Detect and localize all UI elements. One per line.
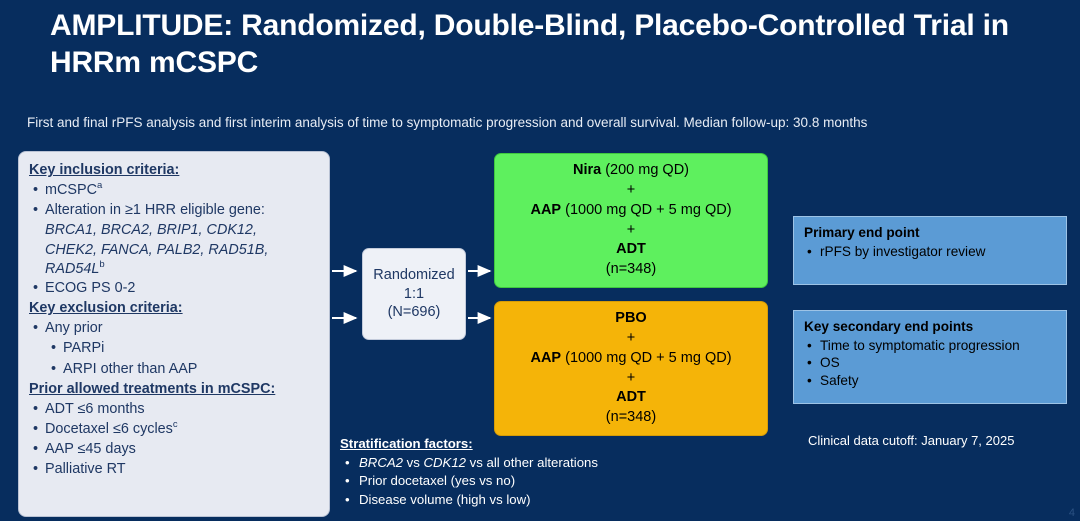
primary-endpoint-item-rpfs: rPFS by investigator review bbox=[804, 243, 1057, 261]
stratification-gene-brca2: BRCA2 bbox=[359, 454, 403, 470]
footnote-marker-a: a bbox=[96, 180, 103, 192]
inclusion-item-alteration: Alteration in ≥1 HRR eligible gene: bbox=[29, 201, 321, 220]
page-number: 4 bbox=[1068, 507, 1075, 519]
randomization-box: Randomized 1:1 (N=696) bbox=[362, 248, 466, 340]
niraparib-drug-line: Nira (200 mg QD) bbox=[573, 161, 689, 181]
stratification-item-genes-tail: vs all other alterations bbox=[466, 454, 598, 470]
niraparib-drug-name: Nira bbox=[572, 162, 602, 179]
placebo-adt-name: ADT bbox=[616, 389, 646, 406]
footnote-marker-c: c bbox=[172, 419, 178, 431]
page-title: AMPLITUDE: Randomized, Double-Blind, Pla… bbox=[50, 9, 1009, 79]
niraparib-aap-line: AAP (1000 mg QD + 5 mg QD) bbox=[530, 201, 731, 221]
placebo-drug-line: PBO bbox=[615, 309, 646, 329]
randomization-total-n: (N=696) bbox=[387, 304, 441, 321]
niraparib-aap-name: AAP bbox=[530, 201, 562, 218]
gene-list-line-1: BRCA1, BRCA2, BRIP1, CDK12, bbox=[45, 222, 257, 239]
gene-list-line-2: CHEK2, FANCA, PALB2, RAD51B, bbox=[45, 241, 269, 258]
primary-endpoint-heading: Primary end point bbox=[804, 225, 920, 240]
footnote-marker-b: b bbox=[99, 258, 105, 270]
stratification-heading: Stratification factors: bbox=[340, 436, 473, 451]
gene-list-line-3-label: RAD54L bbox=[45, 260, 100, 277]
inclusion-item-mcspc: mCSPCa bbox=[29, 181, 321, 200]
stratification-gene-cdk12: CDK12 bbox=[423, 454, 467, 470]
niraparib-plus-1: + bbox=[626, 182, 636, 199]
placebo-adt-line: ADT bbox=[616, 388, 646, 408]
slide-subtitle: First and final rPFS analysis and first … bbox=[27, 115, 868, 130]
niraparib-aap-dose: (1000 mg QD + 5 mg QD) bbox=[561, 201, 732, 218]
placebo-aap-line: AAP (1000 mg QD + 5 mg QD) bbox=[530, 349, 731, 369]
exclusion-criteria-heading: Key exclusion criteria: bbox=[29, 300, 183, 317]
treatment-arm-niraparib: Nira (200 mg QD) + AAP (1000 mg QD + 5 m… bbox=[494, 153, 768, 288]
exclusion-item-arpi: ARPI other than AAP bbox=[29, 360, 321, 379]
secondary-endpoints-box: Key secondary end points Time to symptom… bbox=[793, 310, 1067, 404]
treatment-arm-placebo: PBO + AAP (1000 mg QD + 5 mg QD) + ADT (… bbox=[494, 301, 768, 436]
placebo-n-value: (n=348) bbox=[605, 408, 657, 425]
primary-endpoint-box: Primary end point rPFS by investigator r… bbox=[793, 216, 1067, 285]
niraparib-adt-name: ADT bbox=[616, 241, 646, 258]
inclusion-item-mcspc-label: mCSPC bbox=[45, 182, 97, 199]
stratification-factors: Stratification factors: BRCA2 vs CDK12 v… bbox=[340, 435, 690, 510]
stratification-item-genes-mid: vs bbox=[402, 454, 424, 470]
secondary-endpoint-item-safety: Safety bbox=[804, 372, 1057, 390]
niraparib-drug-dose: (200 mg QD) bbox=[601, 162, 690, 179]
placebo-aap-dose: (1000 mg QD + 5 mg QD) bbox=[561, 349, 732, 366]
inclusion-item-ecog: ECOG PS 0-2 bbox=[29, 279, 321, 298]
stratification-item-genes: BRCA2 vs CDK12 vs all other alterations bbox=[340, 454, 690, 473]
secondary-endpoint-item-os: OS bbox=[804, 354, 1057, 372]
prior-item-docetaxel-label: Docetaxel ≤6 cycles bbox=[45, 421, 173, 438]
criteria-panel: Key inclusion criteria: mCSPCa Alteratio… bbox=[18, 151, 330, 517]
stratification-item-docetaxel: Prior docetaxel (yes vs no) bbox=[340, 472, 690, 491]
prior-item-adt: ADT ≤6 months bbox=[29, 400, 321, 419]
placebo-plus-2: + bbox=[626, 369, 636, 386]
prior-treatments-heading: Prior allowed treatments in mCSPC: bbox=[29, 380, 276, 397]
randomization-line-1: Randomized bbox=[373, 267, 455, 284]
data-cutoff-note: Clinical data cutoff: January 7, 2025 bbox=[808, 433, 1015, 448]
prior-item-aap: AAP ≤45 days bbox=[29, 440, 321, 459]
stratification-item-disease-volume: Disease volume (high vs low) bbox=[340, 491, 690, 510]
randomization-ratio: 1:1 bbox=[403, 285, 425, 302]
niraparib-n-value: (n=348) bbox=[605, 260, 657, 277]
placebo-plus-1: + bbox=[626, 330, 636, 347]
secondary-endpoints-heading: Key secondary end points bbox=[804, 319, 974, 334]
prior-item-docetaxel: Docetaxel ≤6 cyclesc bbox=[29, 420, 321, 439]
exclusion-item-any-prior: Any prior bbox=[29, 319, 321, 338]
niraparib-plus-2: + bbox=[626, 221, 636, 238]
placebo-drug-name: PBO bbox=[615, 310, 647, 327]
niraparib-adt-line: ADT bbox=[616, 240, 646, 260]
gene-list-line-3: RAD54Lb bbox=[29, 260, 321, 279]
inclusion-criteria-heading: Key inclusion criteria: bbox=[29, 162, 180, 178]
secondary-endpoint-item-tsp: Time to symptomatic progression bbox=[804, 337, 1057, 355]
placebo-aap-name: AAP bbox=[530, 349, 562, 366]
prior-item-palliative-rt: Palliative RT bbox=[29, 460, 321, 479]
exclusion-item-parpi: PARPi bbox=[29, 339, 321, 358]
